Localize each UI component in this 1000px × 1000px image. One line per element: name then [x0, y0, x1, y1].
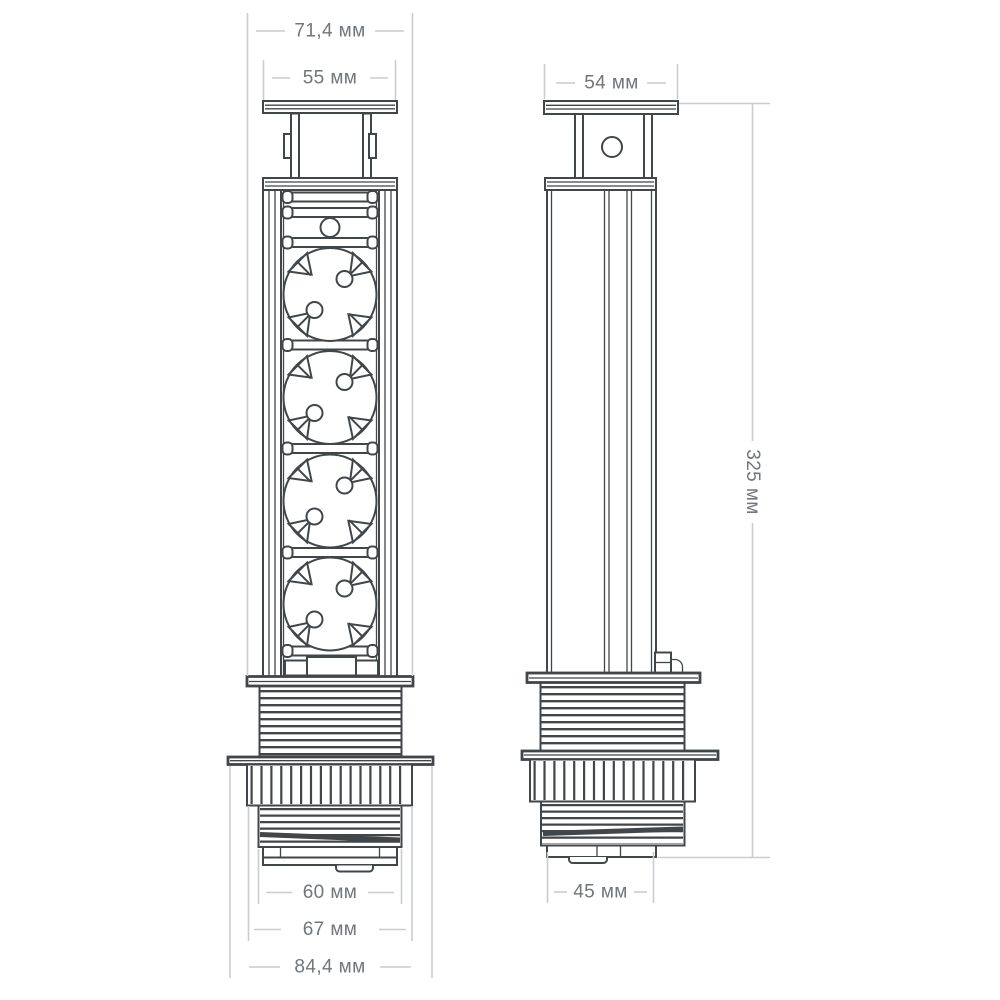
- side-lower-ribs: [540, 800, 686, 847]
- neck-hole: [601, 136, 623, 158]
- front-threaded-section: [258, 686, 403, 758]
- pin-hole: [335, 579, 354, 598]
- indicator-hole: [319, 217, 341, 238]
- front-bottom-cup: [262, 846, 398, 873]
- dim-total-height: 325 мм: [658, 102, 770, 859]
- dim-collar-width: 71,4 мм: [246, 13, 414, 676]
- side-cap: [543, 100, 679, 115]
- cable-exit-tab: [335, 865, 374, 873]
- socket-strip-bottom: [284, 656, 379, 677]
- shading-band: [259, 832, 401, 843]
- socket-outlet-1: [282, 247, 378, 342]
- front-neck: [283, 112, 377, 180]
- dim-label-total-height: 325 мм: [742, 449, 763, 515]
- dim-flange-width: 84,4 мм: [229, 766, 433, 978]
- pin-hole: [335, 373, 354, 391]
- dim-cap-width-front: 55 мм: [262, 60, 397, 100]
- socket-outlet-2: [282, 350, 378, 445]
- dim-cap-width-side: 54 мм: [543, 64, 679, 99]
- side-latch: [654, 651, 684, 674]
- socket-outlet-4: [282, 556, 378, 652]
- dimension-annotations: 71,4 мм 55 мм 54 мм 325 мм: [229, 13, 770, 978]
- front-cap: [262, 100, 398, 114]
- side-collar: [525, 671, 702, 684]
- pin-hole: [335, 476, 354, 495]
- side-bottom-cup: [546, 844, 657, 864]
- front-collar: [245, 675, 415, 688]
- front-lower-ribs: [257, 804, 403, 848]
- side-threaded-section: [539, 681, 686, 752]
- side-body-top-plate: [544, 177, 657, 191]
- dim-label-tube-width: 45 мм: [573, 882, 628, 903]
- side-neck: [574, 113, 653, 180]
- dim-label-collar-width: 71,4 мм: [294, 21, 365, 42]
- side-flange: [520, 749, 720, 761]
- front-body-top-plate: [262, 177, 398, 191]
- dim-label-cap-width-side: 54 мм: [584, 73, 639, 94]
- shading-band: [542, 826, 684, 836]
- side-body-tube: [546, 189, 657, 674]
- pin-hole: [305, 301, 324, 319]
- front-knurled-ring: [246, 763, 413, 807]
- dim-label-ring-width: 67 мм: [303, 919, 358, 940]
- divider: [281, 190, 379, 204]
- pin-hole: [305, 404, 324, 422]
- side-view: [520, 100, 720, 864]
- dim-lower-section-width: 60 мм: [257, 849, 403, 904]
- dim-label-flange-width: 84,4 мм: [294, 957, 365, 978]
- pin-hole: [305, 610, 324, 629]
- divider: [281, 235, 379, 250]
- socket-outlet-3: [282, 453, 378, 549]
- divider: [281, 441, 379, 456]
- side-knurled-ring: [529, 758, 696, 803]
- pin-hole: [305, 507, 324, 526]
- dim-label-lower-section-width: 60 мм: [303, 882, 358, 903]
- dim-ring-width: 67 мм: [247, 806, 413, 941]
- socket-strip-dividers: [281, 190, 379, 658]
- front-view: [226, 100, 435, 873]
- dim-label-cap-width-front: 55 мм: [303, 68, 358, 89]
- front-flange: [226, 755, 435, 766]
- divider: [281, 205, 379, 220]
- dim-tube-width: 45 мм: [546, 852, 655, 903]
- pin-hole: [335, 270, 354, 288]
- cable-exit-tab: [568, 857, 608, 864]
